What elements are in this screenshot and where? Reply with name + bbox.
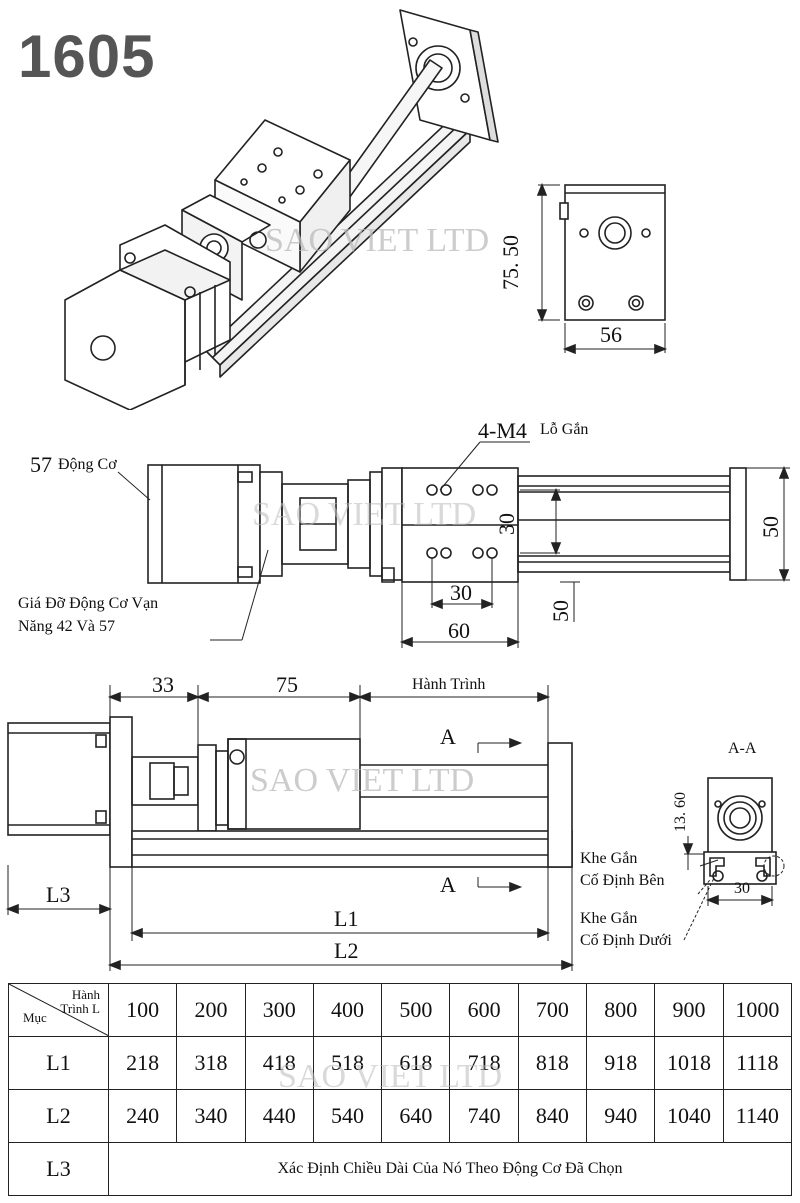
watermark-3: SAO VIET LTD: [250, 762, 475, 799]
side-view: [5, 685, 575, 971]
table-cell: 618: [381, 1036, 451, 1090]
hole-note: Lỗ Gắn: [540, 421, 589, 438]
stroke-header: 800: [586, 983, 656, 1037]
stroke-header: 300: [244, 983, 314, 1037]
row-label: L2: [8, 1089, 109, 1143]
dim-33: 33: [152, 672, 174, 697]
side-slot-label-2: Cố Định Bên: [580, 872, 665, 889]
watermark-2: SAO VIET LTD: [252, 496, 477, 533]
table-cell: 218: [107, 1036, 178, 1090]
stroke-label: Hành Trình: [412, 676, 486, 693]
side-slot-label-1: Khe Gắn: [580, 850, 638, 867]
table-cell: 840: [517, 1089, 588, 1143]
table-cell: 1118: [722, 1036, 793, 1090]
stroke-header: 600: [449, 983, 519, 1037]
table-cell: 940: [586, 1089, 656, 1143]
stroke-header: 100: [107, 983, 178, 1037]
dim-l1: L1: [334, 906, 359, 931]
isometric-view: [64, 9, 499, 410]
bottom-slot-label-2: Cố Định Dưới: [580, 932, 672, 949]
stroke-header: 1000: [722, 983, 793, 1037]
stroke-header: 200: [176, 983, 246, 1037]
table-cell: 418: [244, 1036, 314, 1090]
bottom-slot-label-1: Khe Gắn: [580, 910, 638, 927]
motor-label: Động Cơ: [58, 456, 117, 473]
table-corner-cell: Hành Trình L Mục: [8, 983, 109, 1037]
watermark-1: SAO VIET LTD: [265, 222, 490, 259]
dim-13-60: 13. 60: [672, 792, 689, 832]
dim-width-56: 56: [600, 322, 622, 347]
stroke-header: 400: [312, 983, 383, 1037]
model-number: 1605: [18, 23, 156, 90]
table-row-l3: L3 Xác Định Chiều Dài Của Nó Theo Động C…: [8, 1142, 792, 1196]
stroke-header: 500: [381, 983, 451, 1037]
dim-30-horizontal: 30: [450, 580, 472, 605]
motor-size: 57: [30, 452, 52, 477]
row-label: L3: [8, 1142, 109, 1196]
row-label: L1: [8, 1036, 109, 1090]
dim-60: 60: [448, 618, 470, 643]
section-title: A-A: [728, 740, 757, 757]
section-mark-top: A: [440, 724, 456, 749]
dim-height-75-50: 75. 50: [498, 235, 523, 290]
table-cell: 640: [381, 1089, 451, 1143]
l3-note-cell: Xác Định Chiều Dài Của Nó Theo Động Cơ Đ…: [108, 1142, 792, 1196]
bracket-note-line2: Năng 42 Và 57: [18, 618, 116, 635]
hole-callout: 4-M4: [478, 418, 527, 443]
table-cell: 240: [107, 1089, 178, 1143]
table-cell: 1140: [722, 1089, 793, 1143]
watermark-4: SAO VIET LTD: [278, 1058, 503, 1095]
table-cell: 918: [586, 1036, 656, 1090]
dim-50-right: 50: [758, 516, 783, 538]
section-aa-view: [682, 777, 785, 941]
table-cell: 1018: [654, 1036, 724, 1090]
dimension-table: Hành Trình L Mục 100 200 300 400 500 600…: [8, 983, 793, 1196]
dim-section-30: 30: [734, 880, 750, 897]
table-row-l1: L1 218 318 418 518 618 718 818 918 1018 …: [8, 1036, 793, 1090]
end-face-view: [536, 182, 668, 355]
dim-75: 75: [276, 672, 298, 697]
section-mark-bottom: A: [440, 872, 456, 897]
table-header-row: Hành Trình L Mục 100 200 300 400 500 600…: [8, 983, 793, 1037]
corner-header-top: Hành Trình L: [60, 987, 100, 1016]
table-cell: 340: [176, 1089, 246, 1143]
dim-50-bottom: 50: [548, 600, 573, 622]
table-row-l2: L2 240 340 440 540 640 740 840 940 1040 …: [8, 1089, 793, 1143]
table-cell: 540: [312, 1089, 383, 1143]
stroke-header: 900: [654, 983, 724, 1037]
dim-l3: L3: [46, 882, 71, 907]
table-cell: 818: [517, 1036, 588, 1090]
table-cell: 318: [176, 1036, 246, 1090]
bracket-note-line1: Giá Đỡ Động Cơ Vạn: [18, 595, 159, 612]
table-cell: 740: [449, 1089, 519, 1143]
table-cell: 440: [244, 1089, 314, 1143]
dim-30-vertical: 30: [494, 513, 519, 535]
corner-header-bottom: Mục: [23, 1010, 47, 1025]
dim-l2: L2: [334, 938, 359, 963]
stroke-header: 700: [517, 983, 588, 1037]
table-cell: 1040: [654, 1089, 724, 1143]
plan-view: [117, 441, 790, 648]
